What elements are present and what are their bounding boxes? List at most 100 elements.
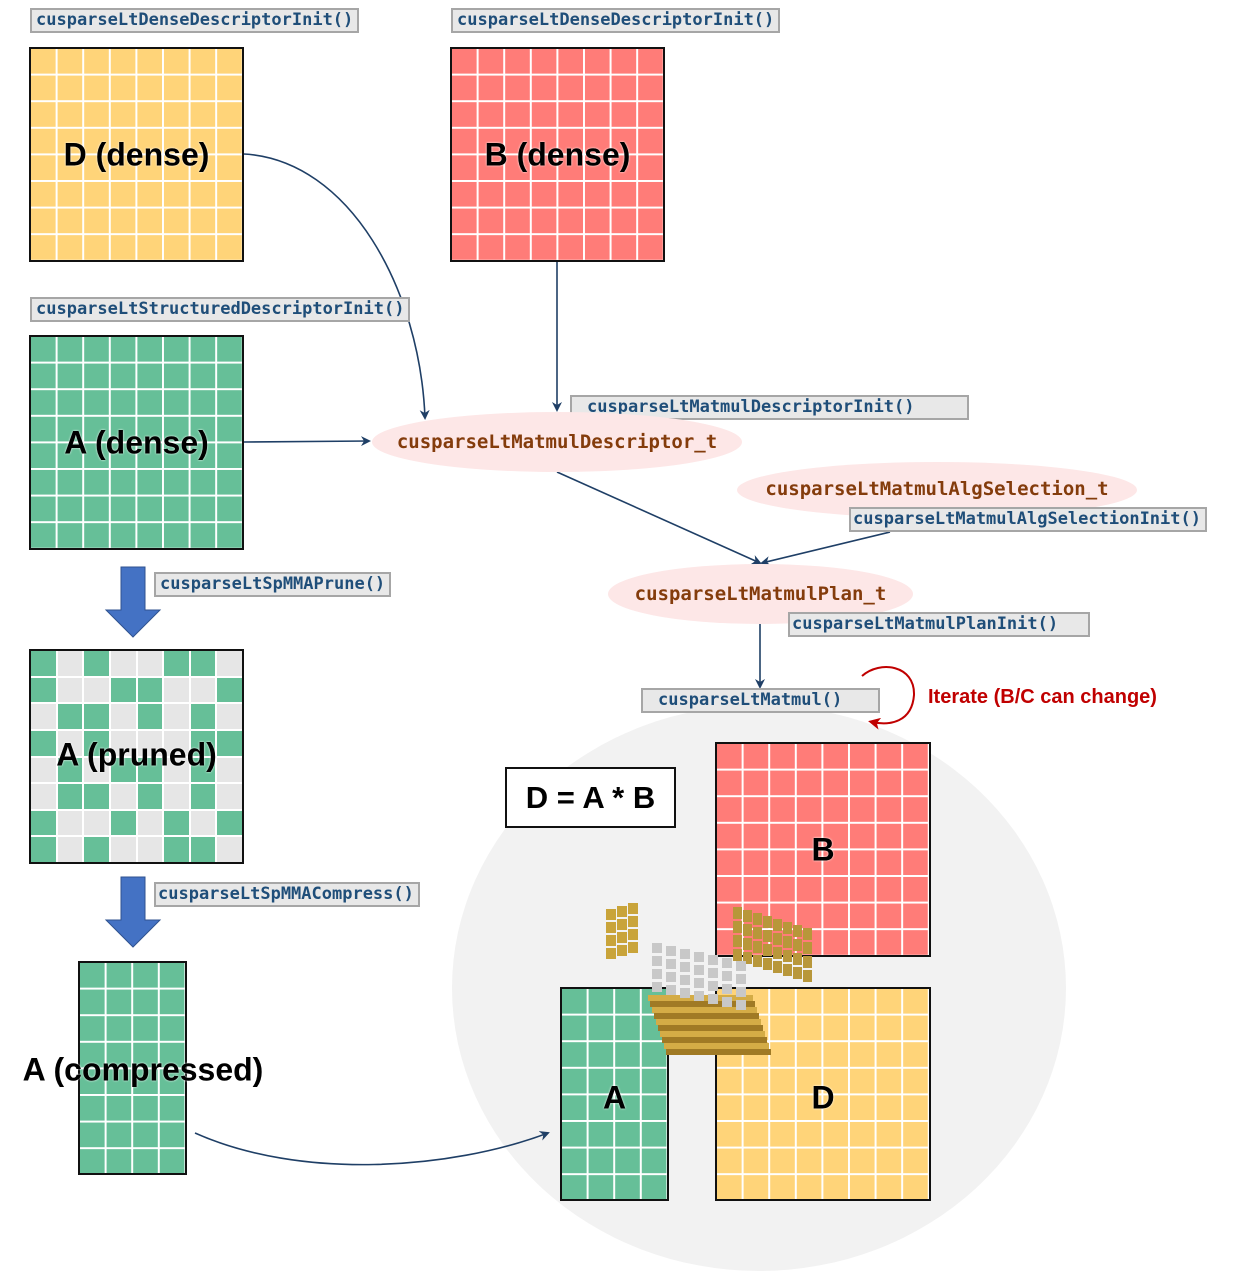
cube xyxy=(666,959,676,969)
cube xyxy=(680,988,690,998)
kept-cell xyxy=(217,730,242,756)
stack-layer xyxy=(662,1037,767,1043)
pruned-cell xyxy=(217,704,242,729)
cube xyxy=(708,981,718,991)
arrow-compressed-to-a xyxy=(194,1131,550,1166)
pruned-cell xyxy=(84,810,109,836)
kept-cell xyxy=(110,757,136,783)
small-tile xyxy=(606,922,616,933)
result-matrix-d-label: D xyxy=(811,1079,835,1116)
pruned-cell xyxy=(164,704,189,729)
spmma-compress-label: cusparseLtSpMMACompress() xyxy=(154,882,420,907)
matrix-d-dense: D (dense) xyxy=(29,47,244,262)
kept-cell xyxy=(31,837,56,862)
kept-cell xyxy=(31,810,56,836)
wide-tile xyxy=(803,956,812,968)
wide-tile xyxy=(753,955,762,967)
wide-tile xyxy=(743,938,752,950)
stack-layer xyxy=(664,1043,769,1049)
wide-tile xyxy=(783,922,792,934)
stack-layer xyxy=(650,1001,755,1007)
wide-tile xyxy=(743,924,752,936)
pruned-cell xyxy=(57,651,83,676)
kept-cell xyxy=(164,810,189,836)
cube xyxy=(722,997,732,1007)
matrix-a-pruned xyxy=(29,649,244,864)
wide-tile xyxy=(773,947,782,959)
wide-tile xyxy=(773,919,782,931)
kept-cell xyxy=(217,810,242,836)
kept-cell xyxy=(190,730,216,756)
spmma-prune-label: cusparseLtSpMMAPrune() xyxy=(154,572,392,597)
arrow-a-to-descriptor xyxy=(243,436,371,447)
result-matrix-a: A xyxy=(560,987,669,1201)
kept-cell xyxy=(137,677,163,703)
block-arrow-prune xyxy=(104,566,162,638)
cube xyxy=(736,961,746,971)
wide-tile xyxy=(783,936,792,948)
cube xyxy=(652,943,662,953)
cube xyxy=(708,994,718,1004)
small-tile xyxy=(606,935,616,946)
cube xyxy=(694,991,704,1001)
kept-cell xyxy=(164,837,189,862)
pruned-cell xyxy=(31,784,56,809)
cube xyxy=(708,968,718,978)
stack-layer xyxy=(658,1025,763,1031)
kept-cell xyxy=(137,784,163,809)
pruned-cell xyxy=(137,810,163,836)
pruned-cell xyxy=(217,784,242,809)
wide-tile xyxy=(753,913,762,925)
kept-cell xyxy=(190,651,216,676)
matrix-a-compressed-label: A (compressed) xyxy=(22,1051,264,1088)
cube xyxy=(680,949,690,959)
kept-cell xyxy=(110,677,136,703)
small-tile xyxy=(617,932,627,943)
kept-cell xyxy=(84,704,109,729)
block-arrow-compress xyxy=(104,876,162,948)
pruned-cell xyxy=(57,810,83,836)
wide-tile xyxy=(763,930,772,942)
matrix-b-dense: B (dense) xyxy=(450,47,665,262)
pruned-cell xyxy=(110,784,136,809)
iterate-note: Iterate (B/C can change) xyxy=(928,686,1157,708)
stack-layer xyxy=(652,1007,757,1013)
small-tile xyxy=(628,942,638,953)
stack-layer xyxy=(654,1013,759,1019)
pruned-cell xyxy=(110,837,136,862)
kept-cell xyxy=(217,677,242,703)
kept-cell xyxy=(57,704,83,729)
small-tile xyxy=(617,919,627,930)
wide-tile xyxy=(733,921,742,933)
stack-layer xyxy=(656,1019,761,1025)
arrow-d-to-descriptor xyxy=(243,153,430,420)
cube xyxy=(694,978,704,988)
wide-tile xyxy=(753,941,762,953)
cube xyxy=(666,972,676,982)
kept-cell xyxy=(190,757,216,783)
cube xyxy=(736,987,746,997)
small-tile xyxy=(606,909,616,920)
dense-descriptor-init-d-label: cusparseLtDenseDescriptorInit() xyxy=(30,8,360,33)
cube xyxy=(666,946,676,956)
pruned-cell xyxy=(137,651,163,676)
wide-tile xyxy=(803,942,812,954)
cube xyxy=(652,982,662,992)
pruned-cell xyxy=(164,677,189,703)
pruned-cell xyxy=(110,651,136,676)
small-tile xyxy=(628,916,638,927)
result-matrix-a-label: A xyxy=(602,1079,627,1116)
wide-tile xyxy=(793,967,802,979)
matrix-a-dense: A (dense) xyxy=(29,335,244,550)
matmul-descriptor-type: cusparseLtMatmulDescriptor_t xyxy=(372,412,742,472)
wide-tile xyxy=(793,953,802,965)
cube xyxy=(708,955,718,965)
wide-tile xyxy=(753,927,762,939)
stack-layer xyxy=(666,1049,771,1055)
result-matrix-b-label: B xyxy=(811,831,835,867)
matmul-descriptor-init-label: cusparseLtMatmulDescriptorInit() xyxy=(570,395,969,420)
pruned-cell xyxy=(164,784,189,809)
wide-tile xyxy=(793,925,802,937)
cube xyxy=(652,969,662,979)
